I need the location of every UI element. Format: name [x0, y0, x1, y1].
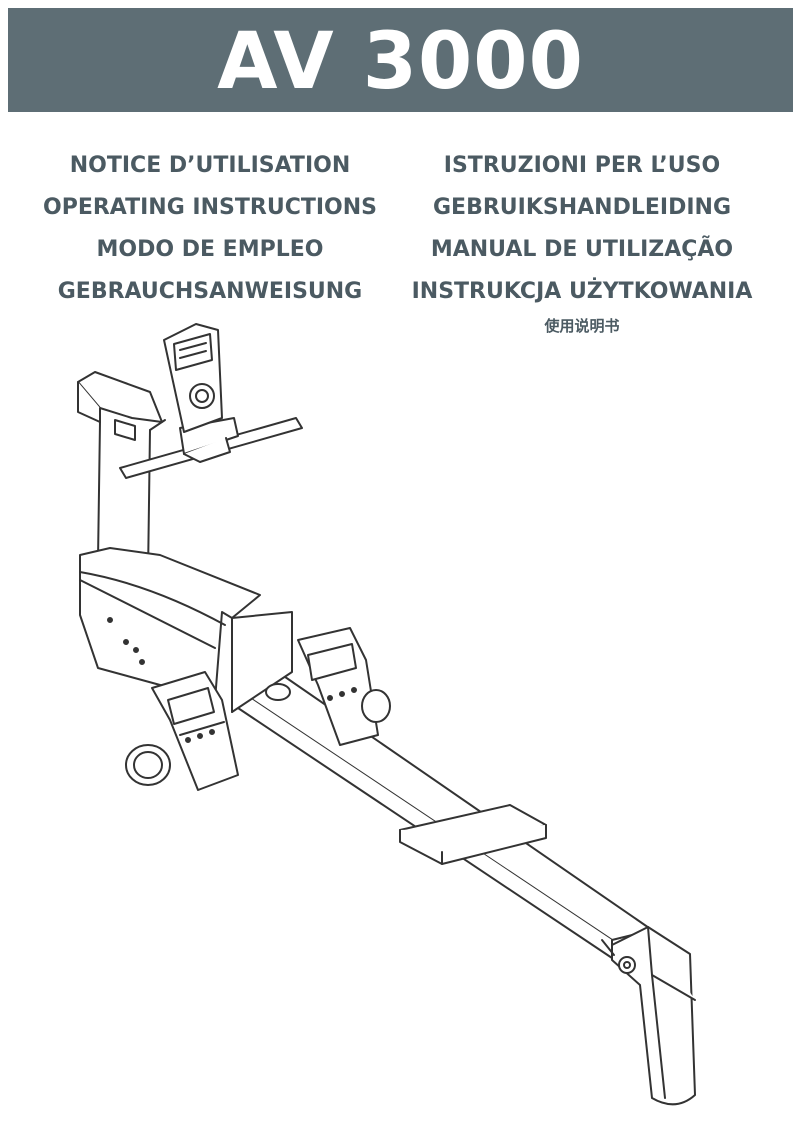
language-titles-right: ISTRUZIONI PER L’USO GEBRUIKSHANDLEIDING… [392, 145, 772, 313]
left-foot-plate [151, 671, 239, 791]
title-italian: ISTRUZIONI PER L’USO [443, 153, 721, 178]
title-english: OPERATING INSTRUCTIONS [43, 195, 377, 220]
title-portuguese: MANUAL DE UTILIZAÇÃO [430, 237, 734, 262]
flywheel-housing [79, 547, 293, 713]
language-titles-left: NOTICE D’UTILISATION OPERATING INSTRUCTI… [20, 145, 400, 313]
title-spanish: MODO DE EMPLEO [96, 237, 324, 262]
title-banner: AV 3000 [8, 8, 793, 112]
right-foot-plate [297, 627, 379, 746]
title-dutch: GEBRUIKSHANDLEIDING [433, 195, 731, 220]
title-french: NOTICE D’UTILISATION [69, 153, 351, 178]
seat [399, 804, 547, 865]
upright-post [77, 371, 166, 576]
title-german: GEBRAUCHSANWEISUNG [57, 279, 363, 304]
title-chinese: 使用说明书 [544, 317, 620, 335]
stabilizer-feet [125, 683, 391, 786]
monitor [163, 323, 223, 433]
product-title: AV 3000 [217, 17, 584, 107]
rear-support [601, 926, 696, 1106]
rail [234, 669, 653, 959]
title-polish: INSTRUKCJA UŻYTKOWANIA [411, 279, 753, 304]
